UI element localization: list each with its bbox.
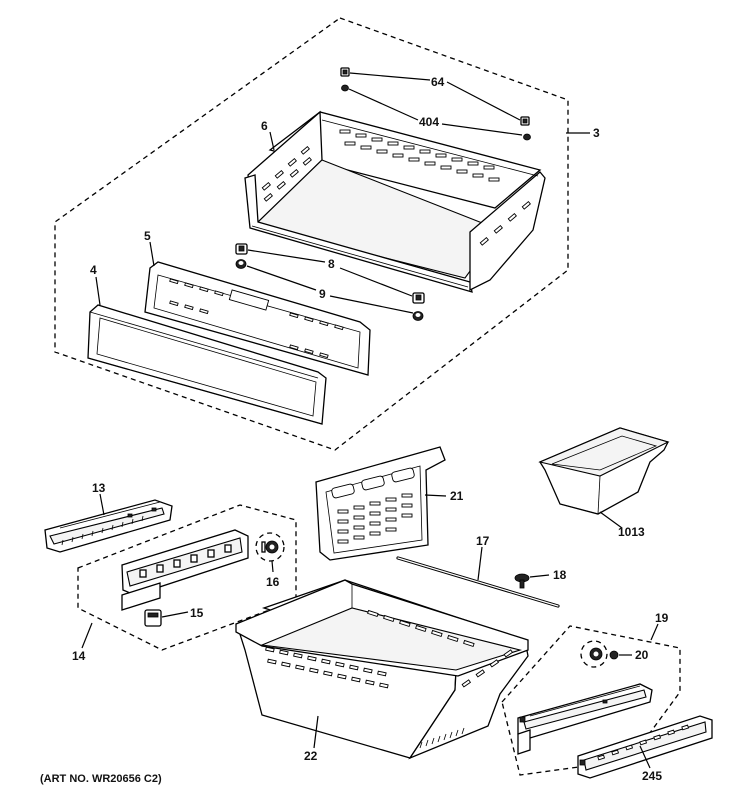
part-4-drawer-face <box>87 304 327 425</box>
label-6: 6 <box>261 119 268 133</box>
label-1013: 1013 <box>618 525 645 539</box>
label-64: 64 <box>431 75 445 89</box>
rail-245-slots <box>597 724 690 761</box>
label-245: 245 <box>642 769 662 783</box>
part-20-gear <box>580 640 619 668</box>
label-20: 20 <box>635 648 649 662</box>
part-8-clip-left <box>235 243 248 255</box>
rail-14-hooks <box>139 544 232 578</box>
label-21: 21 <box>450 489 464 503</box>
part-14-rail-assembly <box>121 529 249 611</box>
part-64-clip-right <box>520 116 530 126</box>
label-22: 22 <box>304 749 318 763</box>
drawer-6-side-vents <box>261 146 531 246</box>
label-17: 17 <box>476 534 490 548</box>
part-6-upper-drawer <box>244 110 546 293</box>
part-15-block <box>144 609 162 627</box>
art-number: (ART NO. WR20656 C2) <box>40 773 162 785</box>
part-9-bushing-right <box>412 311 424 321</box>
part-245-rail <box>577 715 713 779</box>
label-15: 15 <box>190 606 204 620</box>
label-19: 19 <box>655 611 669 625</box>
part-17-rod <box>396 556 560 608</box>
label-3: 3 <box>593 126 600 140</box>
label-9: 9 <box>319 287 326 301</box>
part-5-front-frame <box>144 261 371 376</box>
divider-21-slots <box>331 467 415 544</box>
part-9-bushing-left <box>235 259 247 269</box>
basket-22-grille <box>419 727 465 749</box>
part-13-slide-rail <box>44 499 173 553</box>
label-16: 16 <box>266 575 280 589</box>
part-21-divider <box>315 446 446 561</box>
assembly-14-boundary <box>77 504 297 651</box>
part-64-clip-left <box>340 67 350 77</box>
part-19-rail <box>517 683 653 755</box>
label-404: 404 <box>419 115 439 129</box>
part-404-clip-right <box>523 133 531 141</box>
part-16-gear <box>255 532 285 562</box>
drawer-6-back-vents <box>339 129 500 182</box>
label-5: 5 <box>144 229 151 243</box>
label-13: 13 <box>92 481 106 495</box>
part-22-basket <box>235 579 529 760</box>
assembly-3-boundary <box>54 17 569 451</box>
frame-5-slots <box>169 278 344 359</box>
basket-22-vents <box>265 609 514 689</box>
label-14: 14 <box>72 649 86 663</box>
rail-13-teeth <box>61 515 144 546</box>
part-18-screw <box>514 573 530 589</box>
label-4: 4 <box>90 263 97 277</box>
label-8: 8 <box>328 257 335 271</box>
part-8-clip-right <box>412 292 425 304</box>
part-1013-bin <box>538 427 670 515</box>
label-18: 18 <box>553 568 567 582</box>
assembly-19-boundary <box>501 625 681 776</box>
part-404-clip-left <box>341 84 349 92</box>
